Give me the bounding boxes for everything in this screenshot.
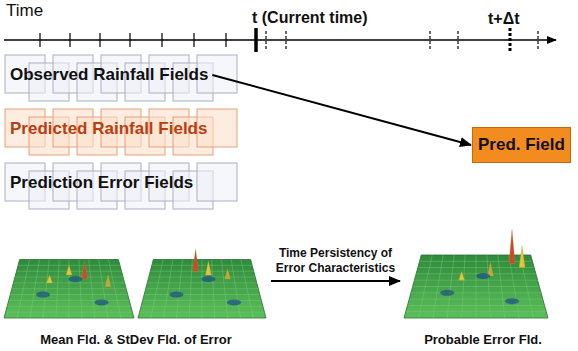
future-tick xyxy=(429,31,430,50)
time-label: Time xyxy=(6,1,43,21)
pred-field-box: Pred. Field xyxy=(472,127,571,163)
node-text: Observed Rainfall Fields xyxy=(10,65,208,85)
future-tick xyxy=(457,31,458,50)
time-tick xyxy=(225,33,226,47)
time-tick xyxy=(39,33,40,47)
time-tick xyxy=(193,33,194,47)
error-surfaces xyxy=(4,229,548,318)
node-text: Probable Error Fld. xyxy=(424,332,542,347)
time-axis xyxy=(4,28,556,53)
surface-plot xyxy=(4,260,134,319)
probable-error-plot: Probable Error Fld. xyxy=(398,222,568,348)
field-frame xyxy=(197,163,237,201)
time-tick xyxy=(129,33,130,47)
surface-plot xyxy=(138,249,266,318)
field-stacks xyxy=(5,55,237,209)
node-text: Predicted Rainfall Fields xyxy=(10,119,207,139)
forecast-tick xyxy=(509,28,512,53)
time-label: t+Δt xyxy=(488,10,520,28)
future-tick xyxy=(537,31,538,50)
time-tick xyxy=(69,33,70,47)
error-fields: Prediction Error Fields xyxy=(8,172,195,194)
node-text: Mean Fld. & StDev Fld. of Error xyxy=(40,332,231,347)
time-tick xyxy=(161,33,162,47)
time-label: t (Current time) xyxy=(252,9,368,27)
arrow-connector xyxy=(271,280,400,282)
mean-stdev-plots: Mean Fld. & StDev Fld. of Error xyxy=(3,226,269,348)
future-tick xyxy=(285,31,286,50)
time-tick xyxy=(99,33,100,47)
predicted-fields: Predicted Rainfall Fields xyxy=(8,118,209,140)
edge-label: Time Persistency of Error Characteristic… xyxy=(268,246,404,276)
future-tick xyxy=(265,31,266,50)
arrow-connector xyxy=(212,75,471,145)
observed-fields: Observed Rainfall Fields xyxy=(8,64,210,86)
current-time-tick xyxy=(254,28,258,52)
surface-plot xyxy=(404,229,548,318)
node-text: Pred. Field xyxy=(478,135,565,155)
node-text: Prediction Error Fields xyxy=(10,173,193,193)
